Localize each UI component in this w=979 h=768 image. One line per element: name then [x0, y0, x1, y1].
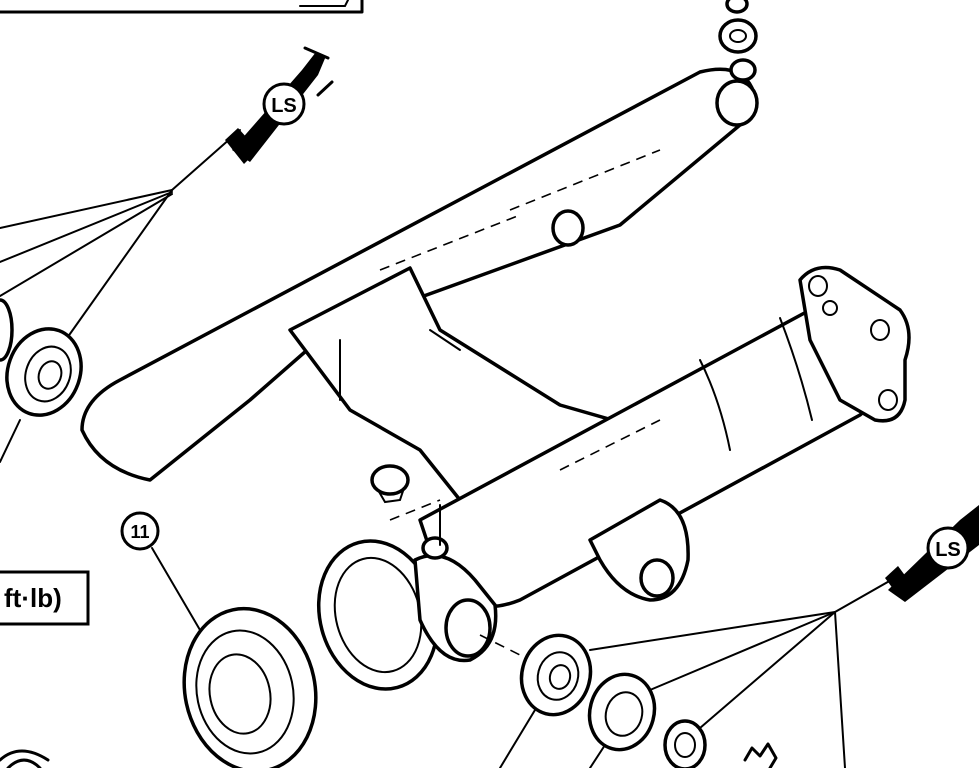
- spacer-collar: [663, 719, 707, 768]
- pivot-axis-line: [479, 634, 531, 661]
- grease-nipple: [370, 464, 410, 504]
- bottom-left-part: [0, 749, 50, 768]
- top-note-box: [0, 0, 364, 14]
- left-bearing-edge: [0, 298, 14, 362]
- swingarm-frame: [80, 67, 911, 691]
- part-number-circle: [120, 511, 160, 551]
- upper-leader-lines: [0, 129, 241, 463]
- right-bearing-1: [519, 633, 593, 717]
- torque-unit-label: ft·lb): [4, 583, 62, 613]
- part-11-leader: [151, 547, 201, 631]
- lock-washer: [743, 742, 778, 768]
- ls-label-lower: LS: [935, 539, 961, 561]
- oil-seal: [182, 606, 318, 768]
- right-bearing-2: [587, 672, 657, 752]
- top-nut: [718, 0, 758, 82]
- grease-gun-upper: [225, 46, 334, 164]
- left-bearing: [5, 327, 83, 417]
- grease-gun-lower: [885, 505, 979, 602]
- part-number-label: 11: [130, 522, 149, 542]
- ls-label-upper: LS: [271, 95, 297, 117]
- torque-spec-box: [0, 570, 90, 626]
